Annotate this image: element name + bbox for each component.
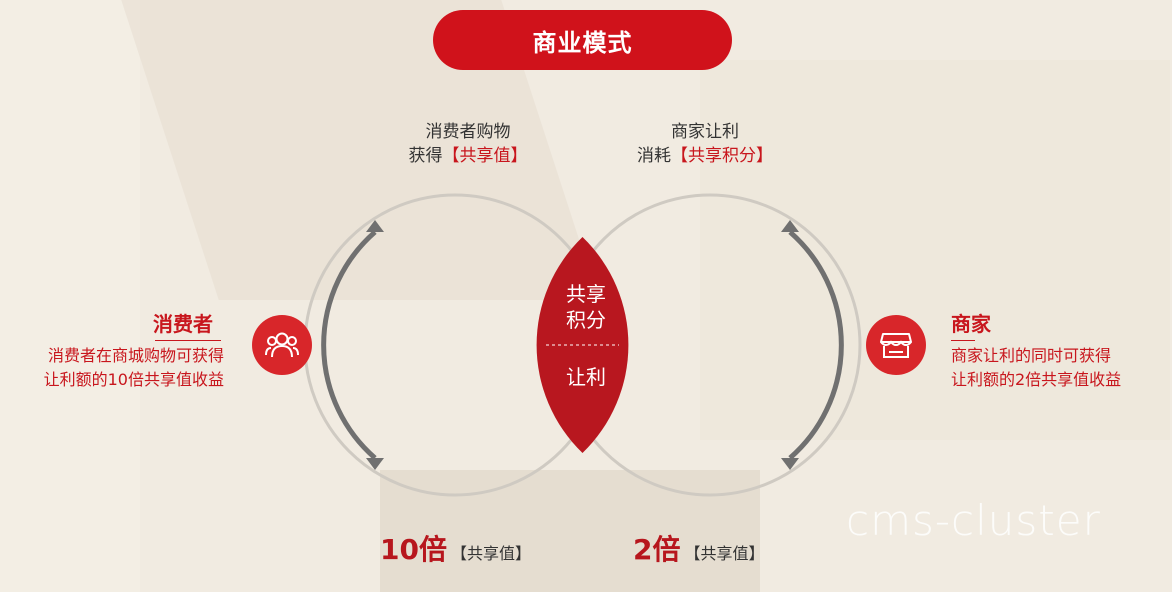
lens-top-line2: 积分	[566, 308, 606, 332]
background-keyboard-shape	[380, 470, 760, 592]
merchant-arc-top-cap	[781, 220, 799, 232]
merchant-title: 商家	[951, 312, 991, 336]
background-paper-shape	[700, 60, 1170, 440]
caption-merchant: 商家让利 消耗【共享积分】	[605, 120, 805, 168]
consumer-multiplier-unit: 【共享值】	[450, 544, 531, 563]
users-icon	[265, 332, 299, 358]
background-panel	[0, 0, 140, 592]
merchant-multiplier: 2倍 【共享值】	[633, 528, 765, 568]
consumer-multiplier-value: 10倍	[380, 533, 447, 566]
lens-top-text: 共享 积分	[536, 281, 636, 333]
caption-merchant-line1: 商家让利	[671, 122, 739, 142]
lens-top-line1: 共享	[566, 282, 606, 306]
store-icon	[880, 333, 912, 358]
caption-merchant-highlight: 【共享积分】	[671, 146, 773, 166]
consumer-badge	[252, 315, 312, 375]
caption-consumer-line2: 获得【共享值】	[368, 144, 568, 168]
lens-bottom-text: 让利	[566, 365, 606, 389]
consumer-title-underline	[155, 340, 221, 341]
consumer-desc-line1: 消费者在商城购物可获得	[47, 346, 224, 365]
merchant-arc-bottom-cap	[781, 458, 799, 470]
caption-consumer-highlight: 【共享值】	[442, 146, 528, 166]
merchant-multiplier-value: 2倍	[633, 533, 681, 566]
consumer-arc	[321, 230, 377, 460]
caption-consumer-line1: 消费者购物	[425, 122, 511, 142]
page-title: 商业模式	[433, 10, 732, 70]
consumer-title: 消费者	[153, 312, 213, 336]
merchant-description: 商家让利的同时可获得 让利额的2倍共享值收益	[951, 344, 1121, 392]
merchant-badge	[866, 315, 926, 375]
merchant-desc-line2: 让利额的2倍共享值收益	[951, 370, 1122, 389]
merchant-multiplier-unit: 【共享值】	[684, 544, 765, 563]
consumer-description: 消费者在商城购物可获得 让利额的10倍共享值收益	[24, 344, 224, 392]
consumer-multiplier: 10倍 【共享值】	[380, 528, 531, 568]
merchant-arc	[788, 230, 844, 460]
merchant-title-underline	[951, 340, 975, 341]
caption-consumer-prefix: 获得	[408, 146, 443, 166]
consumer-desc-line2: 让利额的10倍共享值收益	[43, 370, 224, 389]
consumer-arc-bottom-cap	[366, 458, 384, 470]
consumer-arc-top-cap	[366, 220, 384, 232]
caption-merchant-prefix: 消耗	[637, 146, 671, 166]
watermark: cms-cluster	[846, 496, 1101, 545]
merchant-desc-line1: 商家让利的同时可获得	[951, 346, 1112, 365]
caption-consumer: 消费者购物 获得【共享值】	[368, 120, 568, 168]
caption-merchant-line2: 消耗【共享积分】	[605, 144, 805, 168]
